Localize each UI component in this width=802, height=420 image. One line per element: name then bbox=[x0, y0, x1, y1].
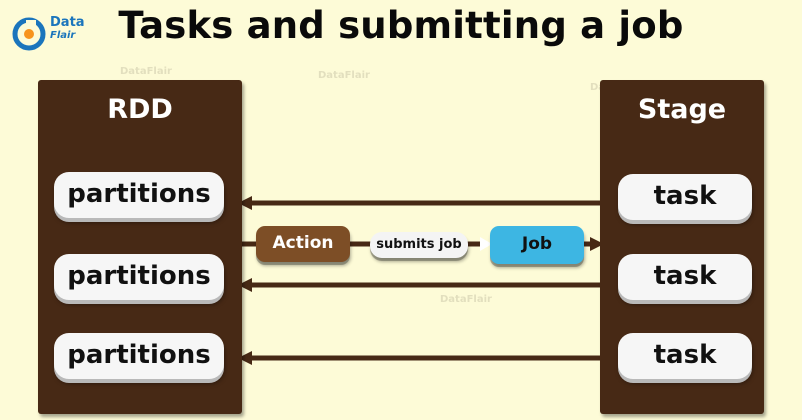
partitions-pill-1: partitions bbox=[54, 172, 224, 218]
arrowhead-task2 bbox=[238, 278, 252, 292]
task-pill-3: task bbox=[618, 333, 752, 379]
partitions-pill-3: partitions bbox=[54, 333, 224, 379]
stage-panel: Stage task task task bbox=[600, 80, 764, 414]
arrowhead-task3 bbox=[238, 351, 252, 365]
action-tag: Action bbox=[256, 226, 350, 262]
dataflair-logo-icon bbox=[12, 17, 46, 51]
rdd-panel: RDD partitions partitions partitions bbox=[38, 80, 242, 414]
task-pill-1: task bbox=[618, 174, 752, 220]
page-title: Tasks and submitting a job bbox=[118, 4, 684, 47]
stage-title: Stage bbox=[637, 94, 727, 125]
watermark: DataFlair bbox=[120, 66, 172, 77]
partitions-pill-2: partitions bbox=[54, 254, 224, 300]
arrowhead-to-stage bbox=[590, 237, 604, 251]
submits-job-tag: submits job bbox=[370, 232, 468, 258]
task-pill-2: task bbox=[618, 254, 752, 300]
logo-text-data: Data bbox=[50, 15, 85, 30]
rdd-title: RDD bbox=[107, 94, 173, 125]
arrowhead-task1 bbox=[238, 196, 252, 210]
watermark: DataFlair bbox=[440, 294, 492, 305]
arrowhead-to-job bbox=[480, 237, 492, 251]
watermark: DataFlair bbox=[318, 70, 370, 81]
job-tag: Job bbox=[490, 226, 584, 264]
logo-text-flair: Flair bbox=[50, 30, 76, 41]
